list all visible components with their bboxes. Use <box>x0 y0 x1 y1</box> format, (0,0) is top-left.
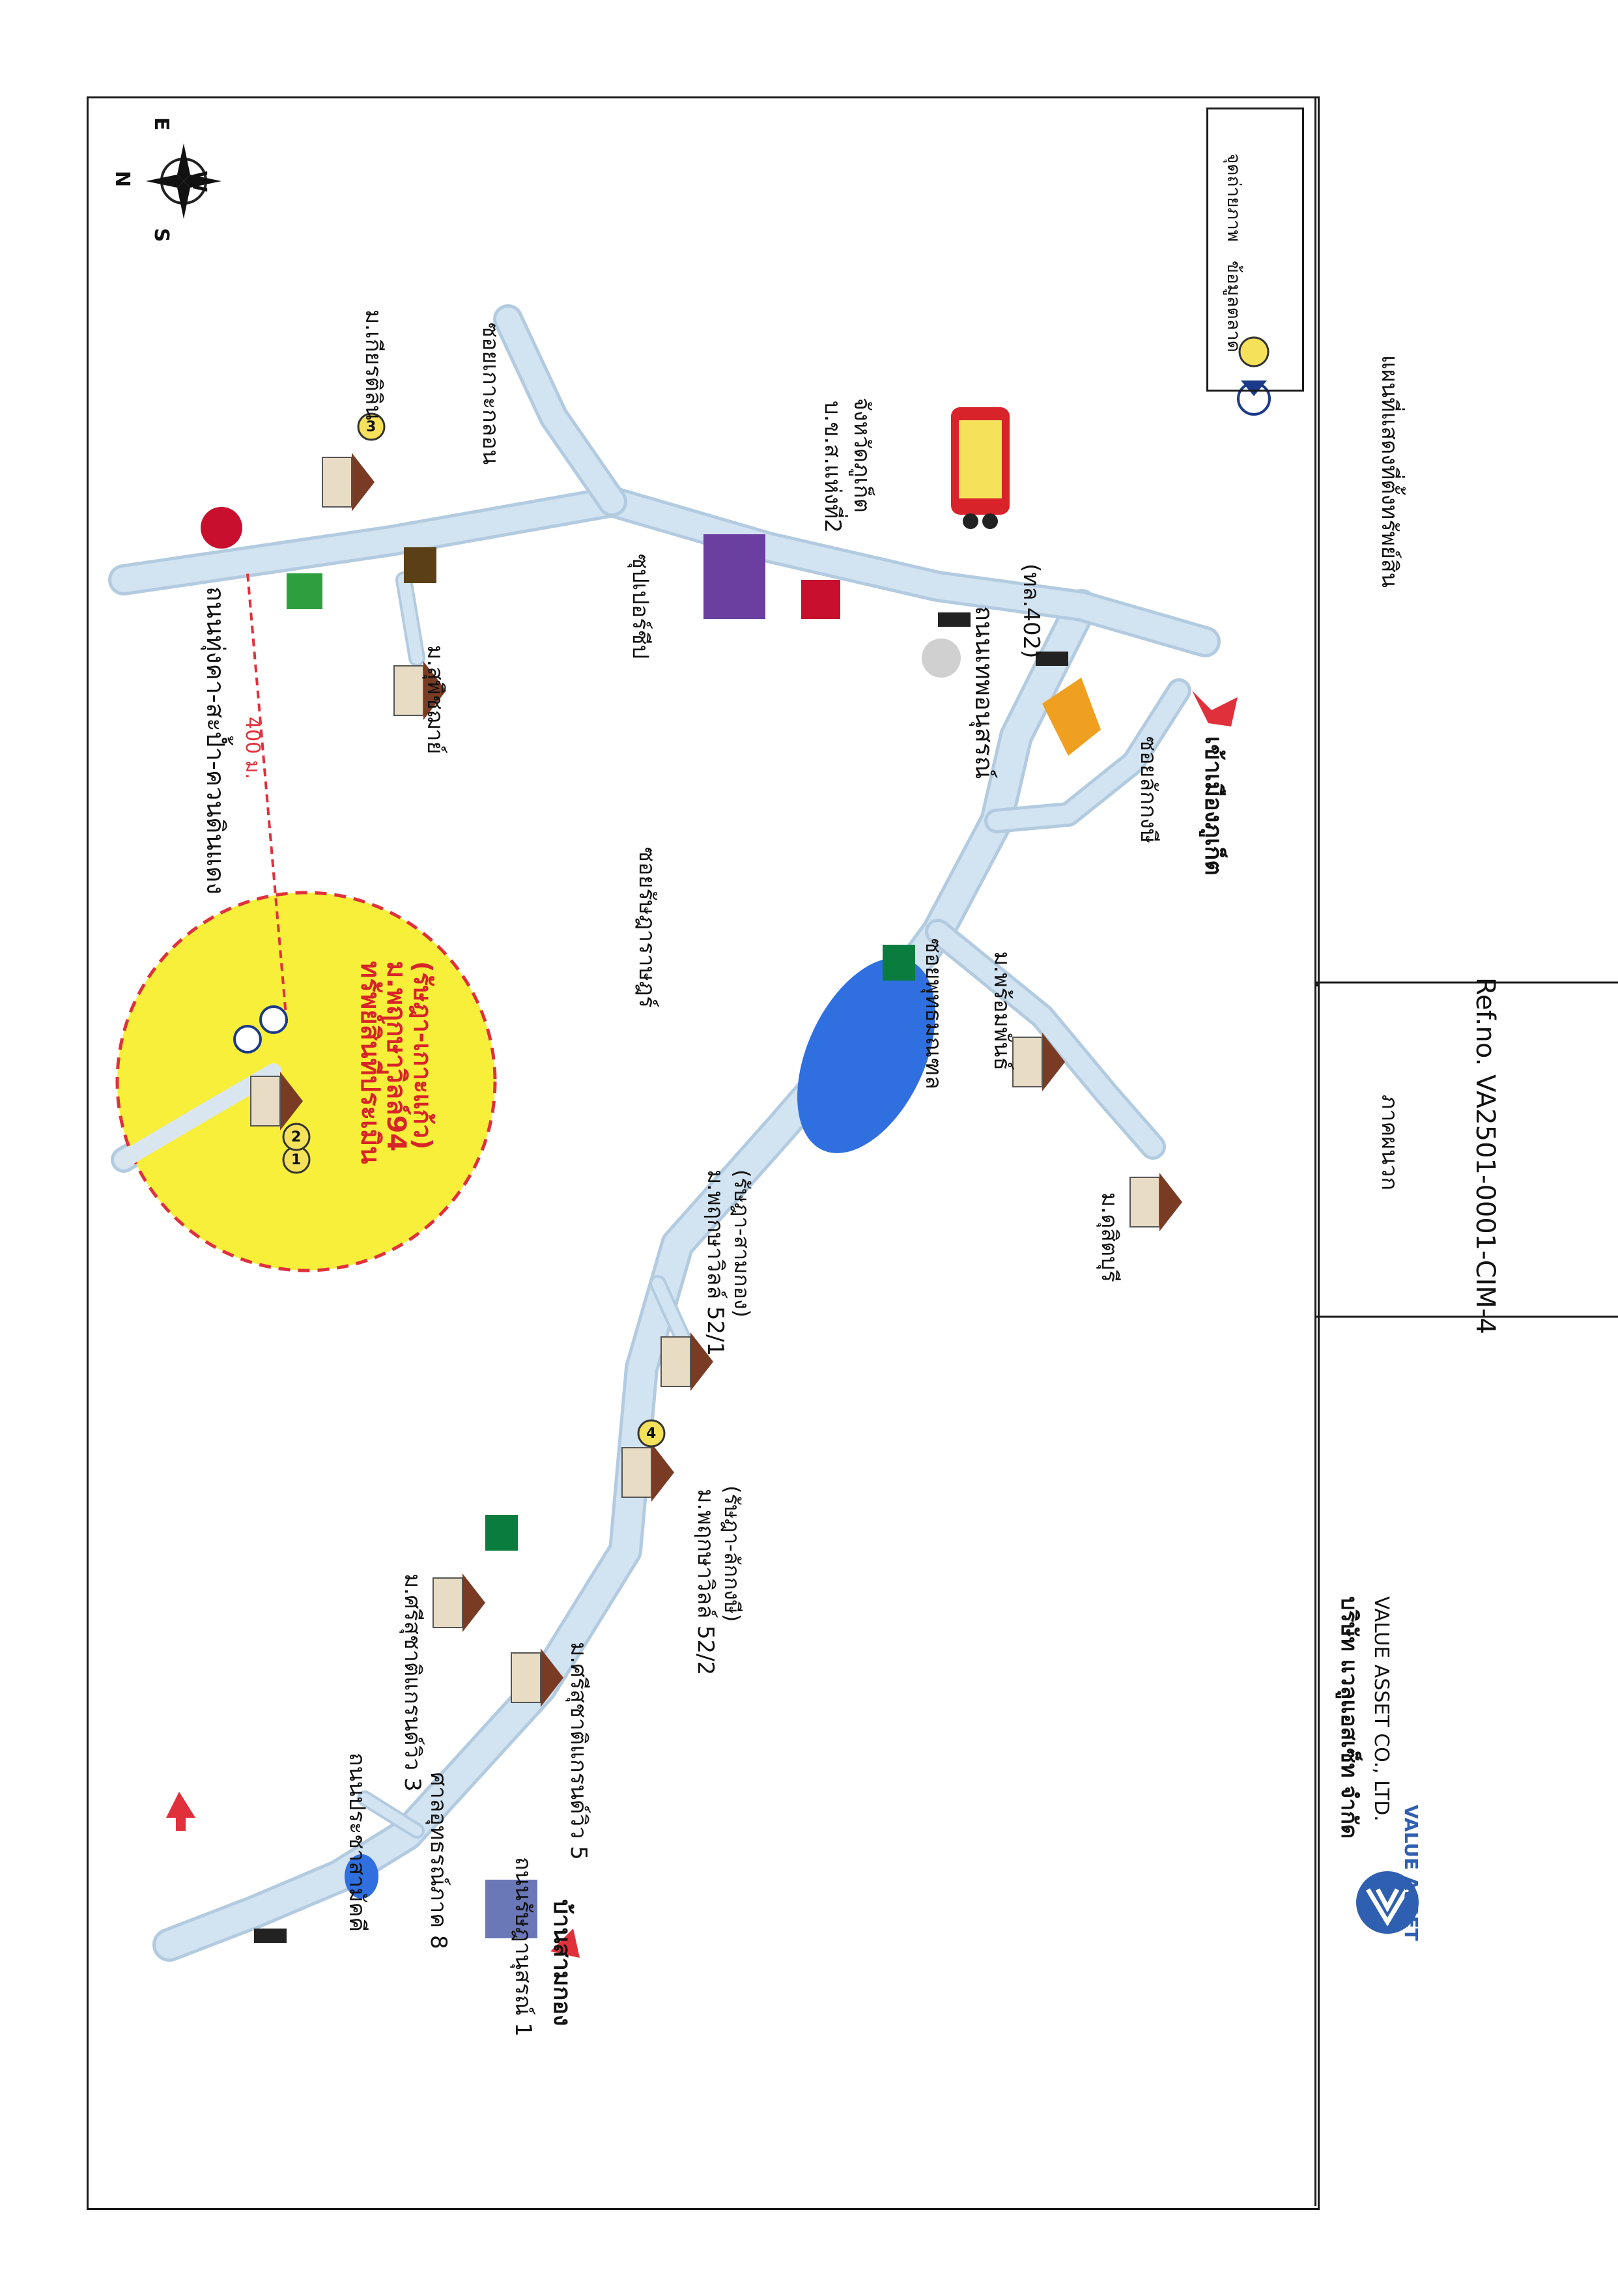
supercheap-icon <box>703 534 765 619</box>
house-icons <box>250 453 1182 1707</box>
legend-camera-label: จุดถ่ายภาพ <box>1223 153 1245 242</box>
road-label-soi-lakkong: ซอยลักกงษี <box>1135 736 1161 844</box>
place-srisuchat-3: ม.ศรีสุชาติแกรนด์วิว 3 <box>399 1573 425 1792</box>
place-court: ศาลอุทธรณ์ภาค 8 <box>425 1772 451 1949</box>
legend-market-label: ข้อมูลตลาด <box>1223 261 1245 352</box>
place-pruksa-52-1: ม.พฤกษาวิลล์ 52/1 <box>702 1170 728 1356</box>
legend-box <box>1206 108 1304 392</box>
distance-line <box>246 573 288 1024</box>
road-label-thepkasattri: ถนนทุ่งคา-สะป้ำ-ควนดินแดง <box>201 586 230 895</box>
court-building-icon <box>485 1880 537 1938</box>
photo-point-1 <box>259 1005 288 1034</box>
house-icon <box>1012 1033 1065 1091</box>
road-label-hwy: (ทล.402) <box>1018 564 1044 659</box>
place-phromphan: ม.พร้อมพันธ์ <box>989 951 1015 1071</box>
footer-brand: VALUE ASSET <box>1400 1805 1422 1941</box>
subject-area: (รัษฎา-เกาะแก้ว) <box>408 961 437 1150</box>
place-dusit: ม.ดุสิตบุรี <box>1096 1192 1122 1282</box>
place-supercheap: ซุปเปอร์ชีป <box>627 554 653 659</box>
house-icon <box>322 453 375 511</box>
phuket-statue-icon <box>1042 678 1101 756</box>
distance-label: 400 ม. <box>241 717 264 780</box>
place-pruksa-52-2-area: (รัษฎา-ลักกงษี) <box>720 1485 745 1622</box>
market-marker-3 <box>357 412 386 441</box>
road-label-pattana: ถนนเทพอนุสรณ์ <box>970 606 999 779</box>
place-bus-terminal-2: จังหวัดภูเก็ต <box>849 397 875 513</box>
ptt-icon <box>201 507 242 549</box>
kfc-icon <box>801 580 840 619</box>
legend-market-icon <box>1238 336 1270 367</box>
photo-point-2 <box>233 1025 262 1054</box>
gas-station-icon <box>922 639 961 678</box>
compass-n: N <box>111 171 134 188</box>
subject-marker-2 <box>282 1123 311 1151</box>
place-kiarati: ม.เกียรติลิน <box>360 309 386 420</box>
subject-title: ทรัพย์สินที่ประเมิน <box>355 961 385 1164</box>
pharmacy-icon <box>287 573 322 609</box>
road-label-soi-ratuthit: ซอยรัษฎาราษฎร์ <box>634 847 660 1008</box>
footer-region: ภาคผนวก <box>1376 1095 1402 1191</box>
house-icon <box>433 1573 485 1632</box>
arrow-samkong-icon <box>550 1929 580 1958</box>
arrow-to-city-icon <box>1192 691 1238 726</box>
house-icon <box>1129 1173 1182 1231</box>
traffic-light-icon-2 <box>1036 652 1068 666</box>
direction-to-samkong: บ้านสามกอง <box>548 1899 575 2026</box>
title-block-divider-1 <box>1314 983 1318 986</box>
direction-to-city: เข้าเมืองภูเก็ต <box>1200 736 1227 876</box>
road-label-soi-koknon: ซอยเกาะกลอน <box>477 323 504 465</box>
footer-caption: แผนที่แสดงที่ตั้งทรัพย์สิน <box>1376 355 1402 588</box>
arrow-left-icon <box>166 1792 195 1831</box>
footer-company-th: บริษัท แวลูแอสเซ็ท จำกัด <box>1336 1596 1362 1839</box>
place-suphamai: ม.สุพิชฌาย์ <box>422 645 448 754</box>
house-icon <box>511 1648 563 1707</box>
traffic-light-icon-1 <box>938 612 971 627</box>
road-label-soi-buddha: ซอยพุทธมณฑล <box>920 938 946 1090</box>
subject-project: ม.พฤกษาวิลล์94 <box>381 961 411 1152</box>
seven-eleven-icon <box>883 945 915 981</box>
market-marker-4 <box>637 1419 666 1448</box>
place-pruksa-52-2: ม.พฤกษาวิลล์ 52/2 <box>692 1489 718 1676</box>
seven-eleven-icon-2 <box>485 1515 518 1551</box>
compass-e: E <box>150 117 173 131</box>
bank-icon <box>404 547 436 583</box>
footer-ref: Ref.no. VA2501-0001-CIM-4 <box>1470 977 1500 1334</box>
road-label-ratsada1: ถนนรัษฎานุสรณ์ 1 <box>510 1857 536 2037</box>
marker-group <box>233 412 666 1448</box>
traffic-light-icon-3 <box>254 1929 287 1943</box>
compass-w: W <box>188 171 210 193</box>
house-icon <box>393 661 446 720</box>
place-bus-terminal-1: บ.ข.ส.แห่งที่2 <box>819 401 845 533</box>
market-marker-4-label: 4 <box>646 1426 657 1442</box>
pond-large <box>797 958 935 1153</box>
place-pruksa-52-1-area: (รัษฎา-สามกอง) <box>730 1170 754 1318</box>
place-srisuchat-5: ม.ศรีสุชาติแกรนด์วิว 5 <box>565 1642 591 1860</box>
road-label-prachasamakhi: ถนนประชาสามัคคี <box>344 1753 370 1932</box>
subject-marker-2-label: 2 <box>291 1129 302 1145</box>
house-icon <box>660 1332 713 1391</box>
house-icon <box>250 1072 303 1130</box>
compass-s: S <box>150 228 173 242</box>
footer-company-en: VALUE ASSET CO., LTD. <box>1370 1596 1393 1822</box>
subject-marker-1-label: 1 <box>291 1152 302 1168</box>
map-frame <box>87 96 1320 2210</box>
radius-circle <box>115 891 497 1272</box>
market-marker-3-label: 3 <box>366 419 376 435</box>
title-block-caption <box>1314 96 1318 2206</box>
bus-icon <box>951 407 1010 529</box>
pond-small <box>345 1854 378 1899</box>
house-icon <box>621 1443 674 1502</box>
direction-arrows <box>166 691 1238 1958</box>
compass-icon <box>146 143 221 219</box>
